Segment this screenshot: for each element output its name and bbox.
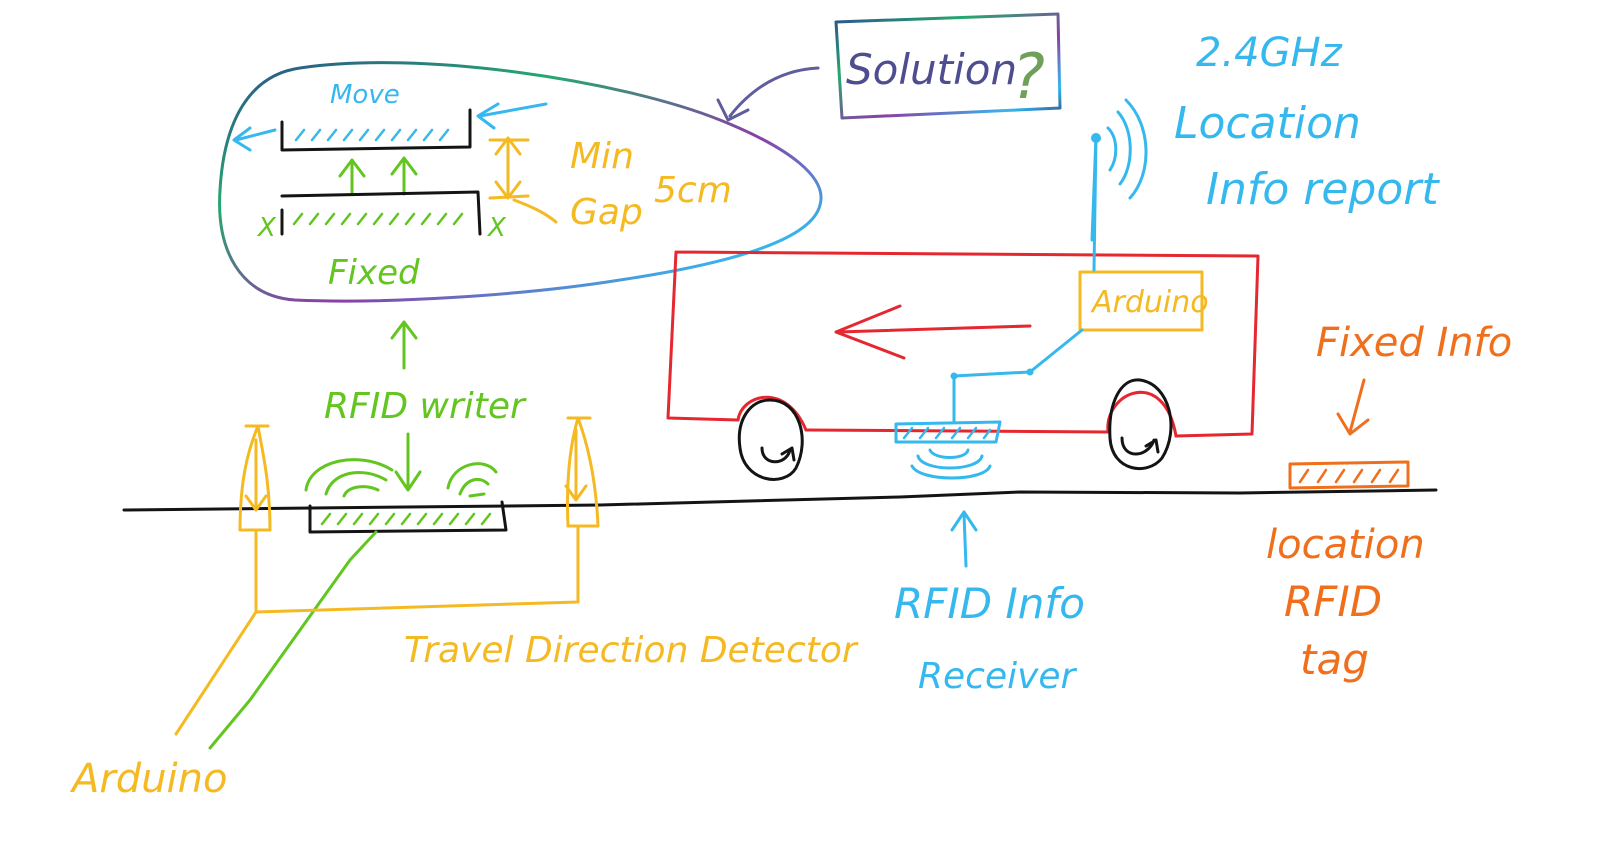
vehicle-arduino-label: Arduino — [1090, 285, 1209, 320]
gap-dimension — [488, 136, 558, 224]
fixed-mark-right: X — [486, 213, 507, 243]
vehicle-arduino-box — [1078, 270, 1204, 332]
receiver-wire — [952, 328, 1084, 424]
antenna-tip — [1091, 133, 1101, 143]
receiver-pointer-arrow — [950, 510, 978, 568]
writer-tag-hatching — [320, 512, 492, 526]
wheel-front — [737, 398, 804, 481]
receiver-plate — [894, 420, 1002, 444]
detector-wiring — [174, 526, 580, 736]
fixed-info-label: Fixed Info — [1316, 320, 1512, 366]
gap-size-label: 5cm — [654, 170, 732, 211]
solution-box — [834, 12, 1062, 120]
lift-arrow-2 — [390, 156, 418, 196]
wheel-rear — [1108, 378, 1173, 471]
min-label: Min — [570, 136, 634, 177]
wheel-front-tire — [737, 398, 804, 481]
wheel-rear-tire — [1108, 378, 1173, 471]
tag-label-line2: RFID — [1284, 577, 1382, 626]
moving-tag-hatching — [294, 128, 450, 142]
location-tag-plate — [1288, 460, 1410, 490]
receiver-wire-node — [1026, 368, 1034, 376]
direction-arrow — [834, 304, 1032, 360]
tag-label-line3: tag — [1300, 635, 1369, 684]
detector-post-right — [564, 416, 600, 528]
receiver-hatching — [902, 426, 992, 440]
receiver-signal-icon — [910, 448, 992, 480]
gap-label: Gap — [570, 192, 643, 233]
detector-label: Travel Direction Detector — [404, 630, 859, 671]
receiver-wire-corner — [950, 372, 958, 380]
solution-callout: Solution ? — [716, 12, 1062, 122]
travel-direction-detector: Travel Direction Detector Arduino — [69, 416, 859, 802]
move-label: Move — [330, 80, 400, 110]
writer-waves-right — [446, 462, 498, 498]
fixed-mark-left: X — [256, 213, 277, 243]
receiver-label-line1: RFID Info — [894, 579, 1085, 628]
detector-post-left — [238, 424, 272, 532]
writer-cable — [208, 530, 378, 750]
fixed-tag-hatching — [292, 212, 464, 226]
tag-label-line1: location — [1266, 522, 1425, 568]
location-tag-assembly: Fixed Info location RFID tag — [1266, 320, 1512, 684]
location-report-line2: Info report — [1206, 164, 1440, 215]
writer-tag-plate — [308, 500, 508, 534]
vehicle: Arduino — [666, 98, 1260, 481]
writer-up-arrow — [390, 320, 418, 370]
ground-arduino-label: Arduino — [69, 756, 228, 802]
fixed-info-arrow — [1336, 378, 1370, 436]
solution-text: Solution — [846, 45, 1017, 94]
location-tag-hatching — [1298, 468, 1400, 484]
concept-bubble: Move X X Fixed Min Gap 5cm — [218, 61, 823, 303]
wheel-rear-rotation-icon — [1120, 436, 1160, 456]
ground-line — [122, 488, 1438, 512]
antenna — [1090, 134, 1098, 272]
receiver-label-line2: Receiver — [918, 656, 1078, 697]
writer-waves-left — [304, 458, 394, 498]
writer-down-arrow — [394, 432, 422, 492]
rfid-writer-label: RFID writer — [324, 386, 527, 427]
location-report-line1: Location — [1174, 98, 1361, 149]
callout-arrow — [716, 66, 820, 122]
move-arrow-right — [476, 102, 548, 130]
moving-tag-plate — [280, 108, 472, 152]
fixed-label: Fixed — [328, 253, 420, 293]
antenna-signal-icon — [1106, 98, 1148, 200]
rfid-writer-assembly: RFID writer — [208, 320, 527, 750]
move-arrow-left — [232, 126, 277, 152]
wheel-arch-front — [736, 395, 808, 432]
lift-arrow-1 — [338, 158, 366, 196]
bubble-outline — [218, 61, 823, 303]
solution-question-mark: ? — [1012, 40, 1045, 113]
frequency-label: 2.4GHz — [1196, 30, 1343, 76]
wheel-front-rotation-icon — [760, 446, 796, 464]
fixed-tag-plate — [280, 190, 482, 236]
